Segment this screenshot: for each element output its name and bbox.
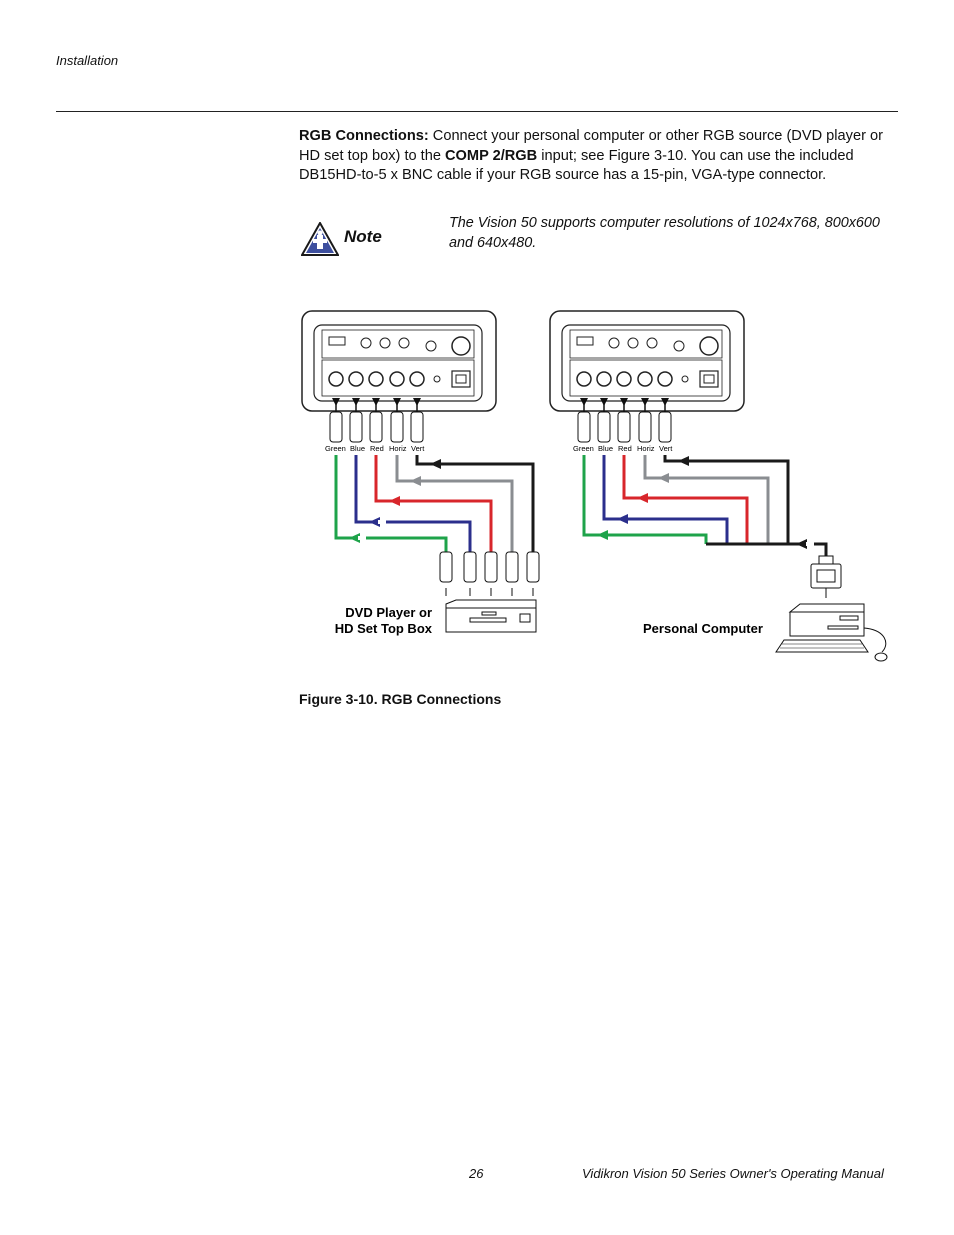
projector-panel-left	[301, 310, 497, 412]
label-horiz-left: Horiz	[389, 444, 407, 453]
rgb-connections-paragraph: RGB Connections: Connect your personal c…	[299, 127, 899, 186]
projector-panel-right	[549, 310, 745, 412]
label-vert-right: Vert	[659, 444, 673, 453]
manual-title: Vidikron Vision 50 Series Owner's Operat…	[582, 1166, 884, 1181]
note-text: The Vision 50 supports computer resoluti…	[449, 215, 880, 251]
label-horiz-right: Horiz	[637, 444, 655, 453]
paragraph-text-2: input; see Figure 3-10. You can use the …	[299, 147, 854, 184]
input-name: COMP 2/RGB	[445, 147, 538, 164]
paragraph-lead: RGB Connections:	[299, 128, 429, 144]
figure-caption: Figure 3-10. RGB Connections	[299, 691, 502, 707]
label-red-right: Red	[618, 444, 632, 453]
dvd-player-icon	[445, 599, 537, 633]
page-number: 26	[469, 1166, 484, 1181]
label-green-left: Green	[325, 444, 346, 453]
header-rule	[56, 111, 898, 112]
arrows-right	[597, 456, 814, 549]
label-red-left: Red	[370, 444, 384, 453]
cables-left	[334, 455, 535, 552]
dvd-player-label-line1: DVD Player or	[345, 605, 432, 620]
label-vert-left: Vert	[411, 444, 425, 453]
source-plugs-left	[439, 551, 540, 596]
label-blue-left: Blue	[350, 444, 365, 453]
note-label: Note	[344, 227, 382, 246]
section-header: Installation	[56, 53, 119, 68]
rgb-connections-diagram: Green Blue Red Horiz Vert Green Blue Red…	[301, 310, 888, 662]
paragraph-text-1: Connect your personal computer or other …	[299, 128, 883, 164]
bnc-plugs-right	[577, 398, 672, 443]
cables-right	[582, 455, 828, 556]
vga-connector-icon	[810, 555, 842, 598]
personal-computer-label: Personal Computer	[643, 621, 763, 636]
note-icon	[301, 222, 339, 256]
personal-computer-icon	[775, 603, 888, 662]
dvd-player-label-line2: HD Set Top Box	[335, 621, 433, 636]
arrows-left	[349, 459, 441, 543]
bnc-plugs-left	[329, 398, 424, 443]
label-green-right: Green	[573, 444, 594, 453]
label-blue-right: Blue	[598, 444, 613, 453]
